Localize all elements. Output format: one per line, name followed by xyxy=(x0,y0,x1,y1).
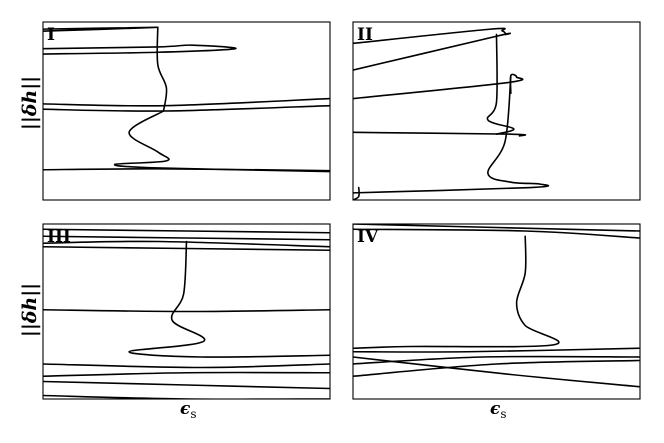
panel-IV-curve-6 xyxy=(353,359,640,378)
panel-III-curve-2 xyxy=(43,235,330,241)
panel-IV-curve-7 xyxy=(353,356,640,388)
panel-IV-curve-4 xyxy=(353,347,640,353)
x-label-main: ϵ xyxy=(180,399,191,419)
panel-III-frame xyxy=(42,223,331,400)
panel-IV: IV xyxy=(352,223,641,400)
panel-III-curve-1 xyxy=(43,228,330,234)
panel-IV-curves xyxy=(353,224,640,388)
panel-II-curve-2 xyxy=(486,33,515,135)
x-axis-label-left: ϵs xyxy=(180,399,197,421)
x-axis-label-right: ϵs xyxy=(490,399,507,421)
panel-I-curves xyxy=(43,26,330,173)
panel-II: II xyxy=(352,21,641,201)
panel-IV-label: IV xyxy=(357,227,379,247)
panel-III-curve-9 xyxy=(43,380,330,390)
y-axis-label-bottom: ||δh|| xyxy=(19,283,41,337)
panel-I-curve-2 xyxy=(43,44,237,55)
panel-I-curve-3 xyxy=(156,26,168,112)
panel-IV-curve-2 xyxy=(353,228,640,239)
x-label-sub: s xyxy=(190,407,196,421)
panel-II-curve-4 xyxy=(353,131,527,137)
panel-III-label: III xyxy=(47,227,71,247)
panel-I-label: I xyxy=(47,25,55,45)
panel-I-curve-4 xyxy=(43,97,330,107)
panel-I-curve-6 xyxy=(113,110,330,173)
svg-text:ϵs: ϵs xyxy=(180,399,197,421)
panel-I-curve-5 xyxy=(43,104,330,112)
panel-III-curve-7 xyxy=(43,363,330,369)
panel-IV-curve-5 xyxy=(353,355,640,365)
panel-II-frame xyxy=(352,21,641,201)
panel-II-curves xyxy=(353,27,550,200)
x-label-main: ϵ xyxy=(490,399,501,419)
panel-II-curve-5 xyxy=(353,74,550,194)
panel-IV-curve-1 xyxy=(353,224,640,232)
panel-I: I xyxy=(42,21,331,201)
panel-III-curve-8 xyxy=(43,371,330,378)
panel-I-curve-7 xyxy=(43,168,330,172)
panel-III-curve-10 xyxy=(43,394,330,399)
panel-III-curve-6 xyxy=(43,308,330,313)
panel-III-curves xyxy=(43,228,330,399)
y-axis-label-top: ||δh|| xyxy=(19,76,41,130)
panel-I-frame xyxy=(42,21,331,201)
x-label-sub: s xyxy=(500,407,506,421)
panel-II-label: II xyxy=(357,25,373,45)
svg-text:ϵs: ϵs xyxy=(490,399,507,421)
panel-III-curve-5 xyxy=(128,240,330,358)
panel-IV-frame xyxy=(352,223,641,400)
panel-III: III xyxy=(42,223,331,400)
panel-II-curve-6 xyxy=(353,186,360,200)
panel-I-curve-1 xyxy=(43,26,159,32)
panel-IV-curve-3 xyxy=(353,235,560,350)
panel-II-curve-1 xyxy=(353,27,511,71)
panel-III-curve-3 xyxy=(43,240,330,248)
